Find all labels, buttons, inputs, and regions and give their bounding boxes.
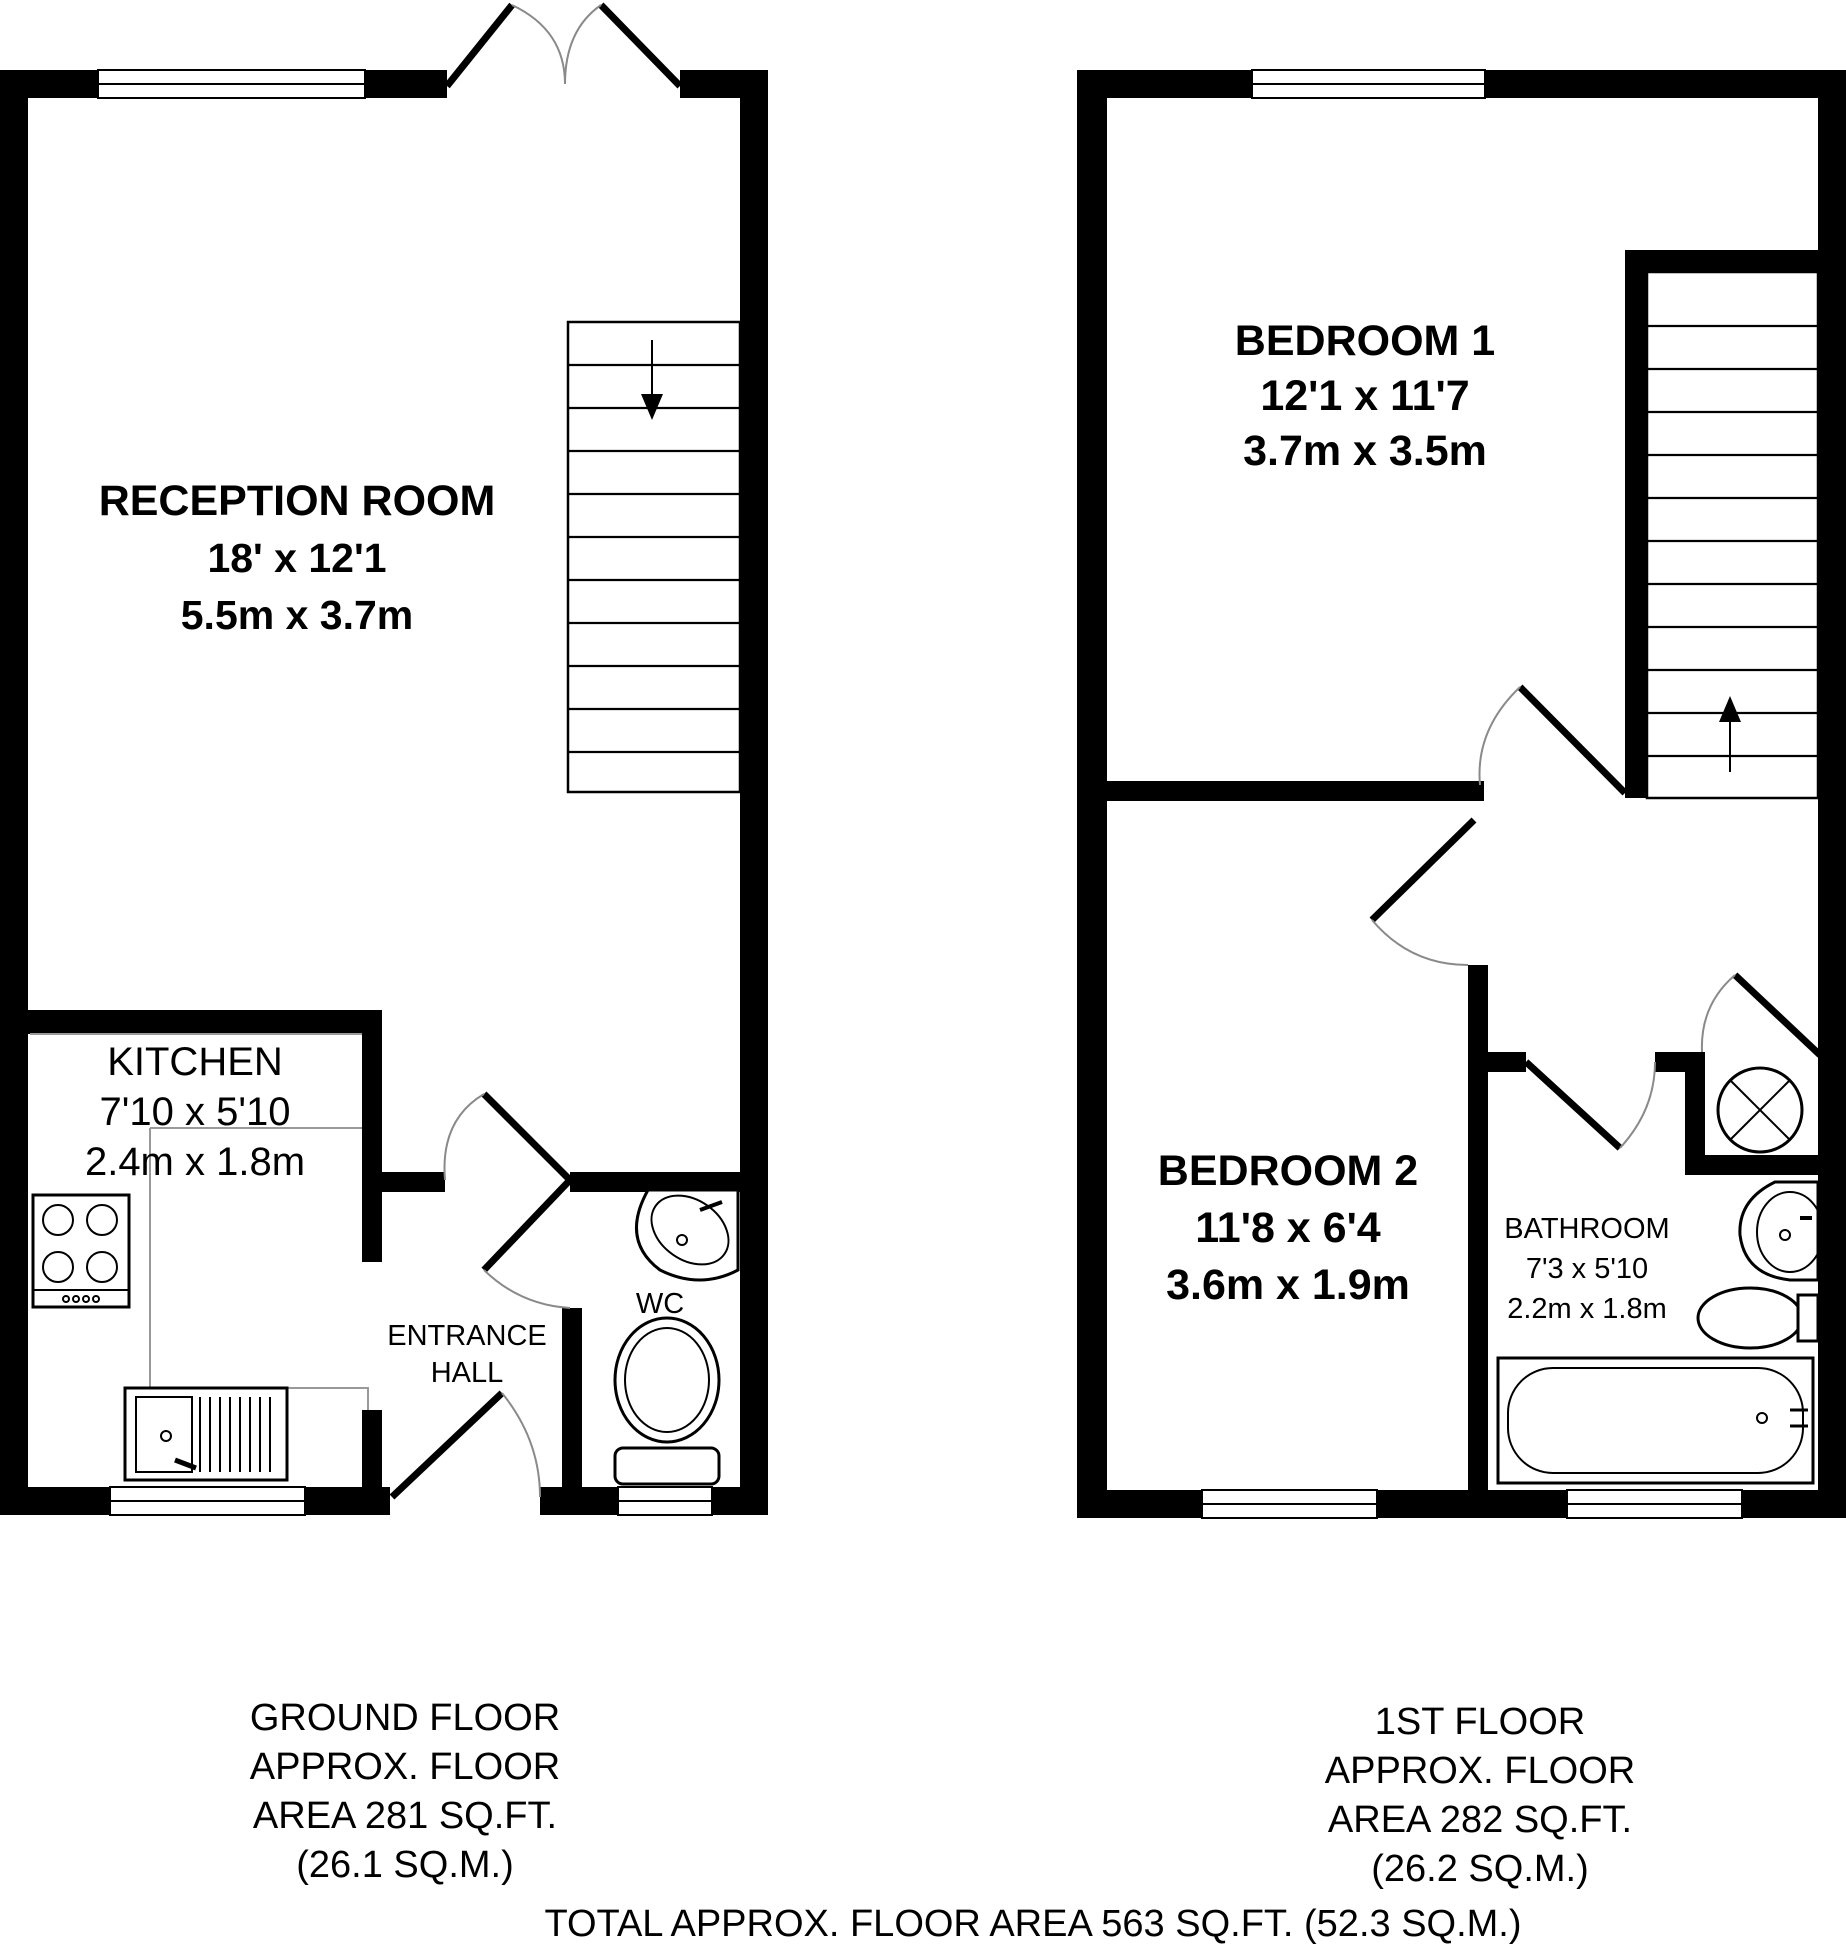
wc-window (617, 1486, 713, 1516)
bedroom1-name: BEDROOM 1 (1235, 317, 1495, 365)
cupboard-bottom-wall (1685, 1155, 1846, 1175)
stair-top-wall (1625, 250, 1846, 272)
boiler-icon (1716, 1066, 1804, 1154)
ground-floor-plan: RECEPTION ROOM 18' x 12'1 5.5m x 3.7m KI… (0, 2, 768, 1516)
bedroom2-right-wall (1468, 965, 1488, 1495)
bathroom-imperial: 7'3 x 5'10 (1526, 1253, 1648, 1285)
first-bottom-wall-left (1077, 1490, 1202, 1518)
first-staircase (1645, 270, 1820, 800)
bedroom1-metric: 3.7m x 3.5m (1243, 427, 1487, 475)
bedroom2-metric: 3.6m x 1.9m (1166, 1261, 1410, 1309)
bedroom-divider-wall (1107, 781, 1484, 801)
total-floor-area: TOTAL APPROX. FLOOR AREA 563 SQ.FT. (52.… (544, 1903, 1521, 1945)
bath-icon (1496, 1356, 1815, 1485)
kitchen-worktop (30, 1033, 369, 1410)
bathroom-metric: 2.2m x 1.8m (1507, 1293, 1667, 1325)
first-floor-plan: BEDROOM 1 12'1 x 11'7 3.7m x 3.5m BEDROO… (1077, 69, 1846, 1519)
stair-left-wall (1625, 250, 1647, 798)
ground-left-wall (0, 70, 28, 1515)
hall-stub-wall (380, 1172, 445, 1192)
first-bottom-wall-right (1742, 1490, 1846, 1518)
kitchen-right-wall-upper (362, 1010, 382, 1262)
bedroom1-door (1478, 684, 1628, 796)
wc-basin-icon (634, 1188, 740, 1282)
reception-name: RECEPTION ROOM (99, 477, 496, 525)
stair-down-arrow-icon (641, 340, 663, 420)
entrance-door (389, 1390, 541, 1500)
bedroom2-window (1201, 1489, 1378, 1519)
ground-caption-line2: APPROX. FLOOR (250, 1746, 560, 1788)
ground-top-wall-mid (365, 70, 447, 98)
ground-floor-caption: GROUND FLOOR APPROX. FLOOR AREA 281 SQ.F… (250, 1697, 560, 1886)
ground-caption-line1: GROUND FLOOR (250, 1697, 560, 1739)
ground-caption-line3: AREA 281 SQ.FT. (253, 1795, 557, 1837)
first-caption-line1: 1ST FLOOR (1375, 1701, 1585, 1743)
ground-staircase (566, 320, 742, 794)
bedroom1-imperial: 12'1 x 11'7 (1260, 372, 1469, 420)
bathroom-window (1566, 1489, 1743, 1519)
first-right-wall (1818, 70, 1846, 1518)
bedroom1-window (1251, 69, 1486, 99)
first-caption-line3: AREA 282 SQ.FT. (1328, 1799, 1632, 1841)
bathroom-top-wall-left (1468, 1052, 1526, 1072)
bedroom2-name: BEDROOM 2 (1158, 1147, 1418, 1195)
wc-left-wall (562, 1308, 582, 1508)
ground-top-wall-left (0, 70, 98, 98)
cupboard-left-wall (1685, 1052, 1705, 1172)
wc-name: WC (636, 1288, 684, 1320)
ground-right-wall (740, 70, 768, 1515)
french-doors (444, 2, 683, 89)
hob-icon (31, 1193, 131, 1309)
kitchen-metric: 2.4m x 1.8m (85, 1140, 305, 1184)
kitchen-name: KITCHEN (107, 1040, 283, 1084)
bathroom-basin-icon (1738, 1180, 1824, 1282)
bathroom-toilet-icon (1696, 1286, 1820, 1350)
bedroom2-door (1369, 817, 1477, 966)
reception-window (97, 69, 366, 99)
stair-up-arrow-icon (1719, 696, 1741, 772)
ground-bottom-wall-far (712, 1487, 768, 1515)
kitchen-right-wall-lower (362, 1410, 382, 1510)
kitchen-sink-icon (123, 1386, 289, 1482)
first-floor-caption: 1ST FLOOR APPROX. FLOOR AREA 282 SQ.FT. … (1325, 1701, 1635, 1890)
kitchen-imperial: 7'10 x 5'10 (100, 1090, 291, 1134)
bedroom2-imperial: 11'8 x 6'4 (1195, 1204, 1381, 1252)
bathroom-door (1523, 1059, 1656, 1151)
first-left-wall (1077, 70, 1107, 1518)
cupboard-door (1700, 972, 1823, 1058)
ground-caption-line4: (26.1 SQ.M.) (296, 1844, 514, 1886)
first-top-wall-right (1485, 70, 1846, 98)
first-top-wall-left (1077, 70, 1252, 98)
kitchen-top-wall (0, 1010, 380, 1034)
reception-imperial: 18' x 12'1 (207, 535, 386, 581)
bathroom-name: BATHROOM (1504, 1213, 1669, 1245)
kitchen-window (109, 1486, 306, 1516)
ground-bottom-wall-left (0, 1487, 110, 1515)
toilet-icon (613, 1316, 721, 1486)
entrance-hall-line1: ENTRANCE (387, 1320, 547, 1352)
reception-metric: 5.5m x 3.7m (181, 592, 414, 638)
first-caption-line4: (26.2 SQ.M.) (1371, 1848, 1589, 1890)
wc-top-wall (570, 1172, 748, 1192)
entrance-hall-line2: HALL (431, 1357, 504, 1389)
first-caption-line2: APPROX. FLOOR (1325, 1750, 1635, 1792)
kitchen-hall-door (443, 1091, 573, 1309)
